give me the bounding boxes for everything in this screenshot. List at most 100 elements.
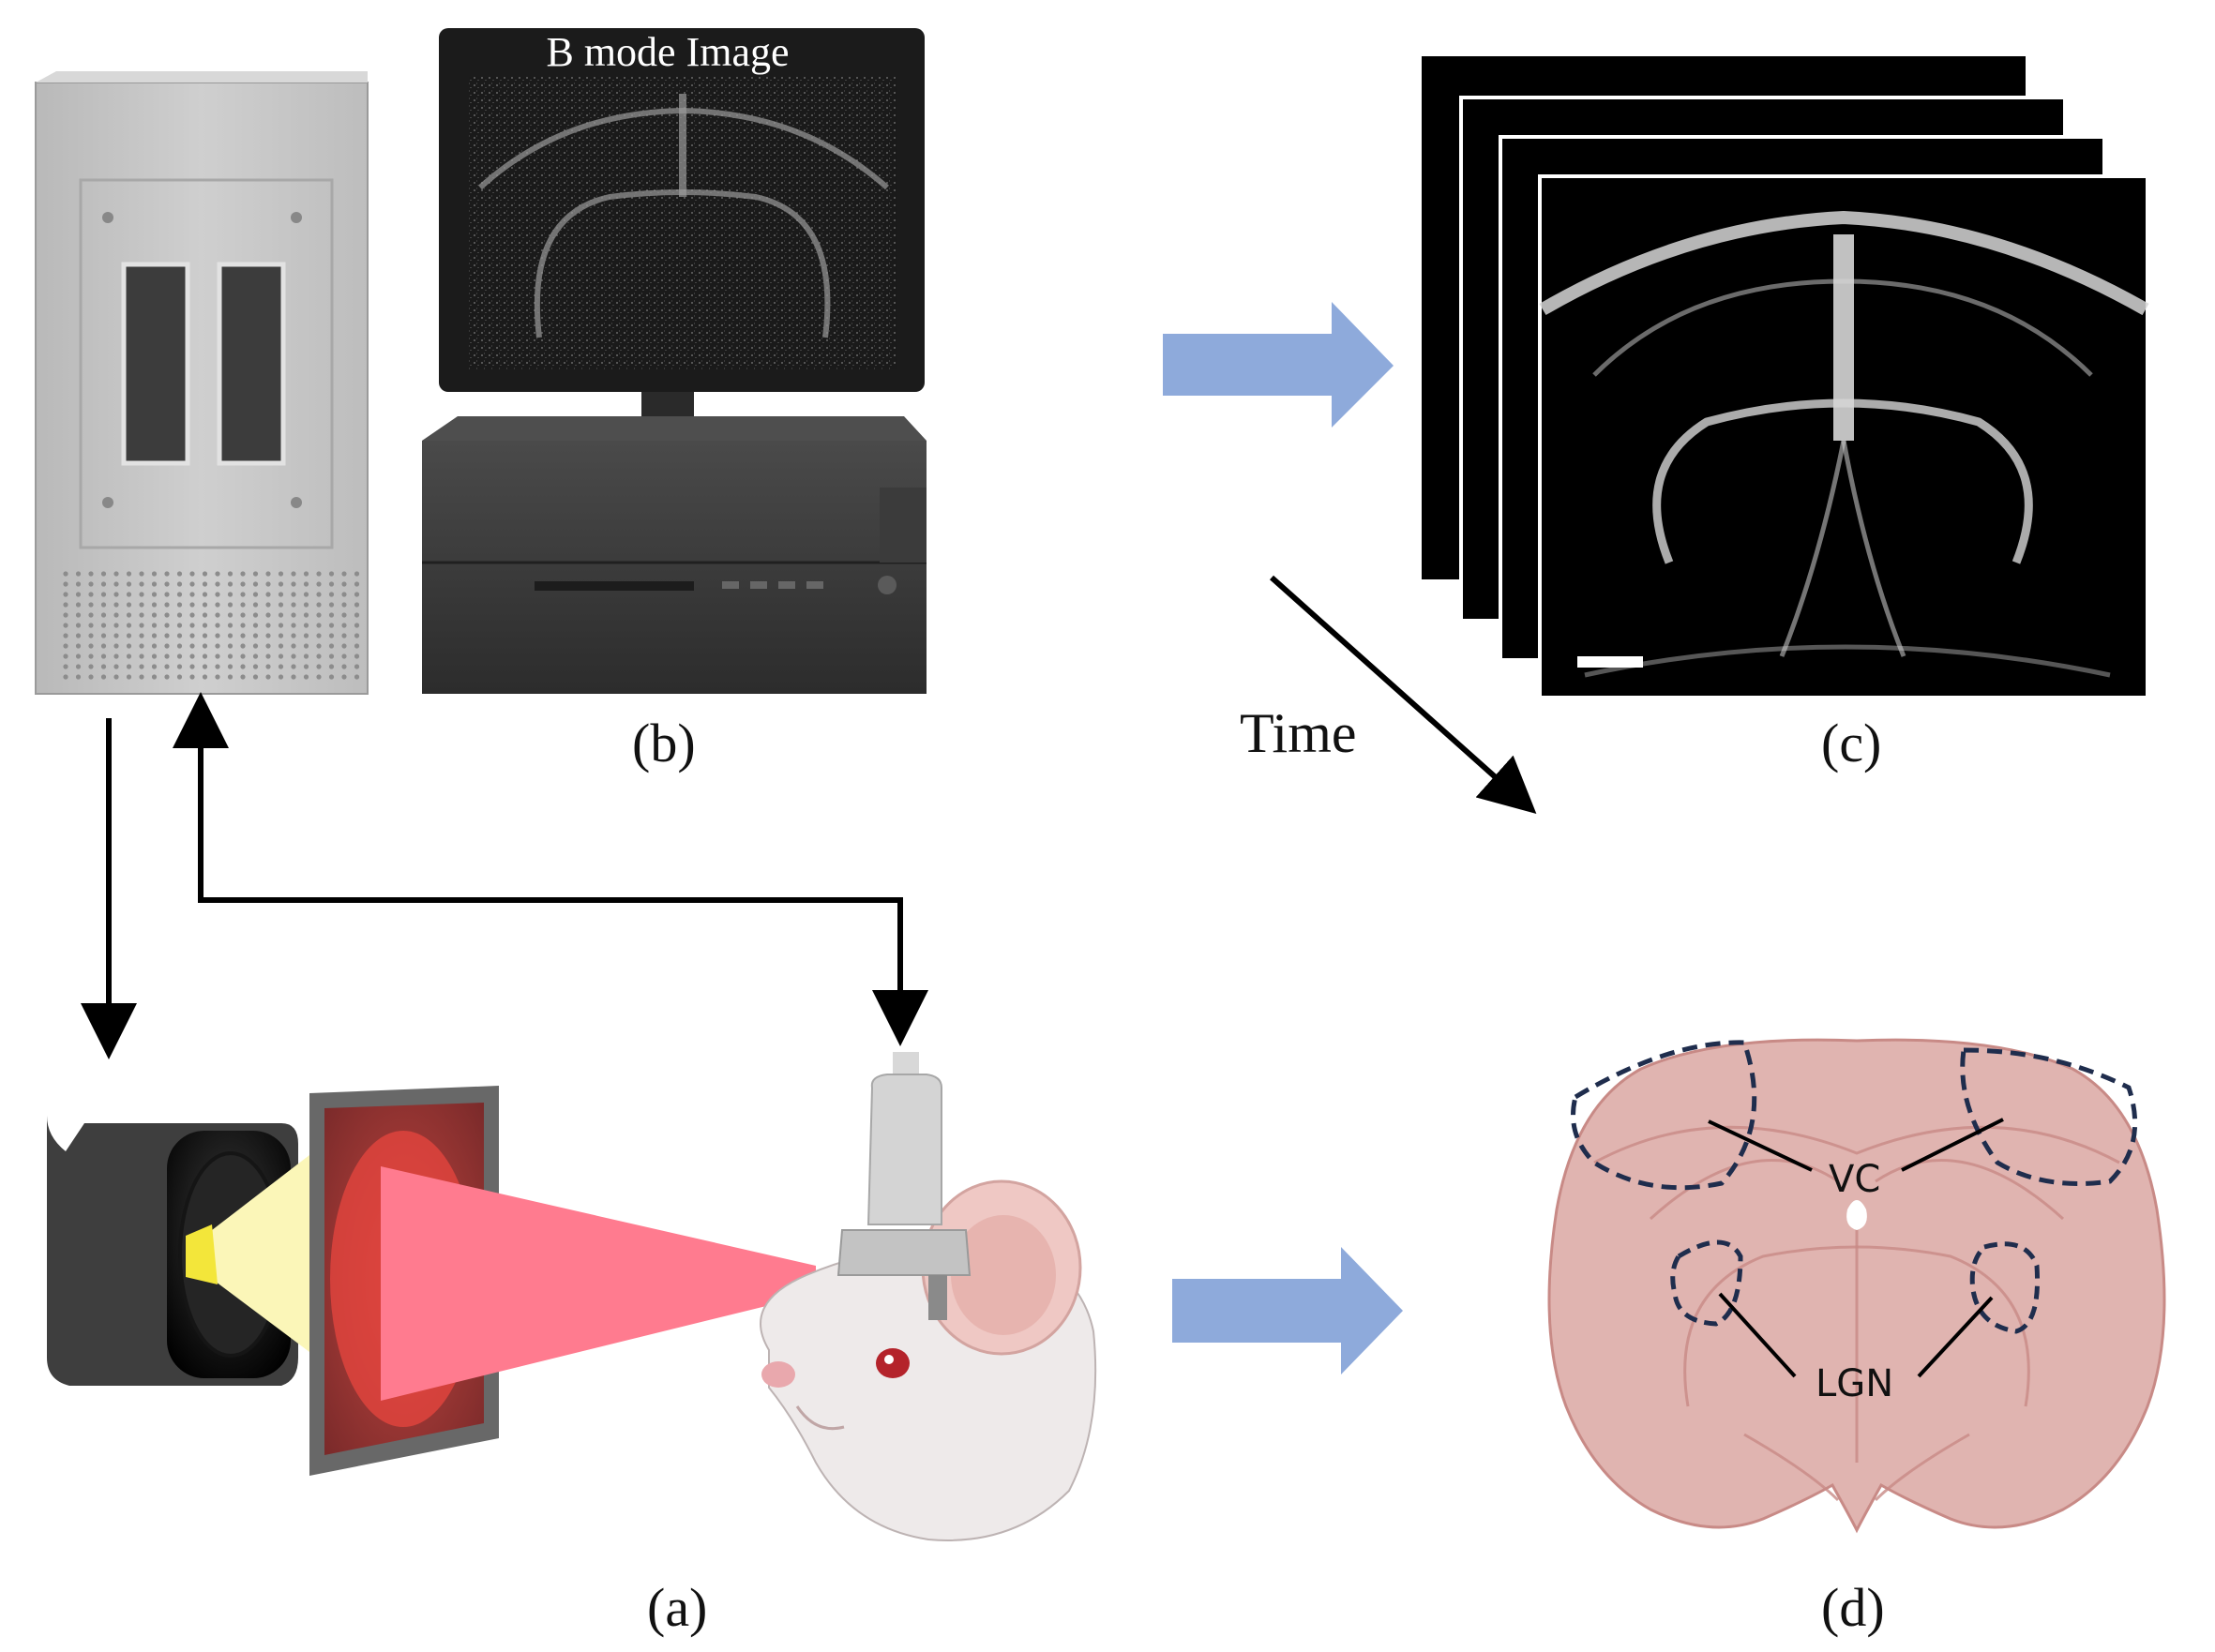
- connection-arrows: [81, 692, 928, 1059]
- vent-hole: [265, 571, 271, 577]
- vent-hole: [126, 633, 132, 638]
- vent-hole: [252, 581, 259, 587]
- monitor: B mode Image: [439, 28, 925, 478]
- vent-hole: [328, 592, 335, 597]
- vent-hole: [139, 592, 144, 597]
- vent-hole: [354, 674, 360, 680]
- vent-hole: [151, 602, 158, 608]
- vent-hole: [113, 571, 119, 577]
- vent-hole: [151, 643, 158, 649]
- flow-arrow-top: [1163, 302, 1394, 428]
- vent-hole: [139, 623, 144, 628]
- desktop-unit: [422, 416, 927, 694]
- vent-hole: [278, 602, 284, 608]
- vent-hole: [278, 592, 284, 597]
- vent-hole: [164, 612, 170, 618]
- mouse: [760, 1179, 1097, 1541]
- vent-hole: [240, 581, 246, 587]
- vent-hole: [354, 643, 360, 649]
- vent-hole: [252, 592, 259, 597]
- vent-hole: [291, 643, 296, 649]
- vent-hole: [100, 602, 107, 608]
- vent-hole: [113, 592, 119, 597]
- vent-hole: [189, 571, 195, 577]
- vent-hole: [63, 571, 68, 577]
- light-cone: [186, 1155, 309, 1352]
- vent-hole: [75, 664, 82, 669]
- vent-hole: [126, 674, 132, 680]
- vent-hole: [341, 602, 347, 608]
- vent-hole: [354, 581, 360, 587]
- vent-hole: [303, 664, 309, 669]
- vent-hole: [278, 643, 284, 649]
- vent-hole: [139, 674, 144, 680]
- vent-hole: [139, 633, 144, 638]
- monitor-title: B mode Image: [546, 29, 789, 75]
- vent-hole: [202, 674, 208, 680]
- vent-hole: [75, 653, 82, 659]
- b-mode-brain-image: [477, 94, 889, 338]
- vent-hole: [278, 571, 284, 577]
- vent-hole: [75, 612, 82, 618]
- vent-hole: [227, 581, 234, 587]
- vent-hole: [240, 623, 246, 628]
- vent-hole: [176, 643, 183, 649]
- vent-hole: [100, 664, 107, 669]
- vent-hole: [202, 592, 208, 597]
- vent-hole: [189, 623, 195, 628]
- vent-hole: [265, 643, 271, 649]
- vent-hole: [202, 581, 208, 587]
- vent-hole: [189, 592, 195, 597]
- leader-lines: [1708, 1118, 2004, 1378]
- vent-hole: [265, 592, 271, 597]
- vent-hole: [189, 602, 195, 608]
- vent-hole: [164, 643, 170, 649]
- vent-hole: [252, 664, 259, 669]
- vent-hole: [189, 581, 195, 587]
- vent-hole: [75, 602, 82, 608]
- vent-hole: [202, 571, 208, 577]
- vent-hole: [113, 664, 119, 669]
- vent-hole: [139, 571, 144, 577]
- vent-hole: [278, 612, 284, 618]
- vent-hole: [303, 653, 309, 659]
- vent-hole: [176, 612, 183, 618]
- vent-hole: [88, 602, 94, 608]
- vent-hole: [354, 571, 360, 577]
- vent-hole: [240, 612, 246, 618]
- vent-hole: [215, 592, 220, 597]
- vent-hole: [328, 653, 335, 659]
- vent-hole: [126, 623, 132, 628]
- vent-hole: [303, 612, 309, 618]
- vent-hole: [63, 602, 68, 608]
- vent-hole: [303, 674, 309, 680]
- vent-hole: [240, 653, 246, 659]
- vent-hole: [126, 612, 132, 618]
- vent-hole: [113, 623, 119, 628]
- panel-label-d: (d): [1821, 1577, 1885, 1638]
- vent-hole: [176, 581, 183, 587]
- vent-hole: [265, 581, 271, 587]
- vent-hole: [227, 602, 234, 608]
- vent-hole: [100, 592, 107, 597]
- vent-hole: [278, 581, 284, 587]
- vent-hole: [227, 571, 234, 577]
- vent-hole: [75, 592, 82, 597]
- vent-hole: [328, 581, 335, 587]
- vent-hole: [88, 674, 94, 680]
- vent-hole: [88, 571, 94, 577]
- vent-hole: [227, 664, 234, 669]
- vent-hole: [265, 664, 271, 669]
- vent-hole: [291, 674, 296, 680]
- vent-hole: [189, 653, 195, 659]
- vent-hole: [151, 571, 158, 577]
- vent-hole: [291, 571, 296, 577]
- vent-hole: [316, 581, 322, 587]
- vent-hole: [291, 592, 296, 597]
- vent-hole: [63, 633, 68, 638]
- vent-hole: [139, 581, 144, 587]
- panel-label-b: (b): [632, 713, 696, 773]
- vent-hole: [126, 664, 132, 669]
- vent-hole: [252, 612, 259, 618]
